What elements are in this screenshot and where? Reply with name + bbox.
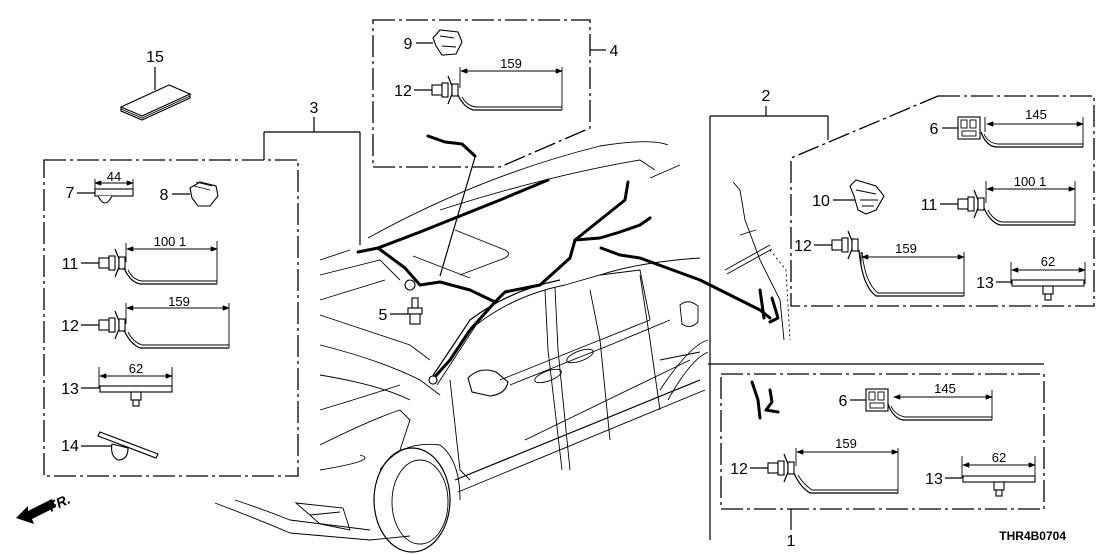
dimension-159: 159 xyxy=(895,241,917,256)
door-handle xyxy=(566,348,594,364)
part-5-bolt[interactable]: 5 xyxy=(379,297,423,325)
part-6-connector[interactable]: 6 145 xyxy=(930,107,1084,148)
part-9-clip[interactable]: 9 xyxy=(404,29,463,56)
dimension-62: 62 xyxy=(1041,254,1055,269)
part-12-clip[interactable]: 12 159 xyxy=(730,436,899,494)
dimension-145: 145 xyxy=(934,381,956,396)
front-direction-indicator: FR. xyxy=(16,491,73,524)
part-number-8: 8 xyxy=(160,187,169,204)
part-number-13: 13 xyxy=(61,381,79,398)
part-number-6: 6 xyxy=(930,121,939,138)
part-13-clip[interactable]: 13 62 xyxy=(61,361,173,407)
part-number-12: 12 xyxy=(730,461,748,478)
side-mirror xyxy=(467,369,509,397)
wire-harness xyxy=(356,134,780,385)
part-12-clip[interactable]: 12 159 xyxy=(61,294,230,349)
group-3: 3 7 44 8 11 100 1 xyxy=(43,100,361,477)
dimension-159: 159 xyxy=(835,436,857,451)
callout-4: 4 xyxy=(610,43,619,60)
dimension-100-1: 100 1 xyxy=(154,234,187,249)
front-label: FR. xyxy=(46,491,73,515)
dimension-159: 159 xyxy=(168,294,190,309)
callout-3: 3 xyxy=(310,100,319,117)
group-4: 4 9 12 159 xyxy=(372,19,619,168)
vehicle-outline xyxy=(214,141,791,553)
part-10-clip[interactable]: 10 xyxy=(812,179,885,215)
part-12-clip[interactable]: 12 159 xyxy=(394,56,563,111)
part-number-12: 12 xyxy=(394,83,412,100)
part-15-pad[interactable]: 15 xyxy=(119,49,192,121)
dimension-62: 62 xyxy=(129,361,143,376)
fuel-door xyxy=(679,301,699,327)
dimension-100-1: 100 1 xyxy=(1014,174,1047,189)
part-11-clip[interactable]: 11 100 1 xyxy=(921,174,1076,226)
part-number-14: 14 xyxy=(61,438,79,455)
harness-fragment xyxy=(750,380,780,420)
callout-3-leader xyxy=(263,117,361,245)
group-1-box xyxy=(720,373,1045,510)
group-3-box xyxy=(43,159,299,477)
dimension-62: 62 xyxy=(992,450,1006,465)
dimension-44: 44 xyxy=(107,169,121,184)
part-7-clip[interactable]: 7 44 xyxy=(66,169,134,204)
part-number-5: 5 xyxy=(379,307,388,324)
part-number-9: 9 xyxy=(404,36,413,53)
part-number-7: 7 xyxy=(66,185,75,202)
part-number-12: 12 xyxy=(61,318,79,335)
group-2-box xyxy=(790,95,1095,307)
callout-1: 1 xyxy=(787,533,796,550)
door-handle xyxy=(534,368,562,384)
part-13-clip[interactable]: 13 62 xyxy=(976,254,1086,301)
part-11-clip[interactable]: 11 100 1 xyxy=(62,234,218,285)
part-number-15: 15 xyxy=(146,49,164,66)
diagram-code: THR4B0704 xyxy=(999,529,1066,543)
part-number-11: 11 xyxy=(62,256,79,273)
part-12-clip[interactable]: 12 159 xyxy=(794,230,965,297)
part-14-clip[interactable]: 14 xyxy=(61,431,159,461)
part-number-6: 6 xyxy=(839,393,848,410)
callout-2-leader xyxy=(709,106,829,540)
dimension-145: 145 xyxy=(1025,107,1047,122)
part-number-13: 13 xyxy=(925,471,943,488)
part-number-13: 13 xyxy=(976,275,994,292)
front-wheel xyxy=(373,447,451,553)
part-number-12: 12 xyxy=(794,238,812,255)
dimension-159: 159 xyxy=(500,56,522,71)
group-1: 1 6 145 12 159 13 xyxy=(708,363,1045,550)
part-13-clip[interactable]: 13 62 xyxy=(925,450,1036,497)
part-8-clip[interactable]: 8 xyxy=(160,181,219,207)
part-number-11: 11 xyxy=(921,197,938,214)
callout-2: 2 xyxy=(762,88,771,105)
group-2: 2 6 145 10 11 100 1 xyxy=(709,88,1095,540)
front-arrow-icon xyxy=(16,499,56,524)
part-6-connector[interactable]: 6 145 xyxy=(839,381,993,421)
group-4-box xyxy=(372,19,591,168)
part-number-10: 10 xyxy=(812,193,830,210)
